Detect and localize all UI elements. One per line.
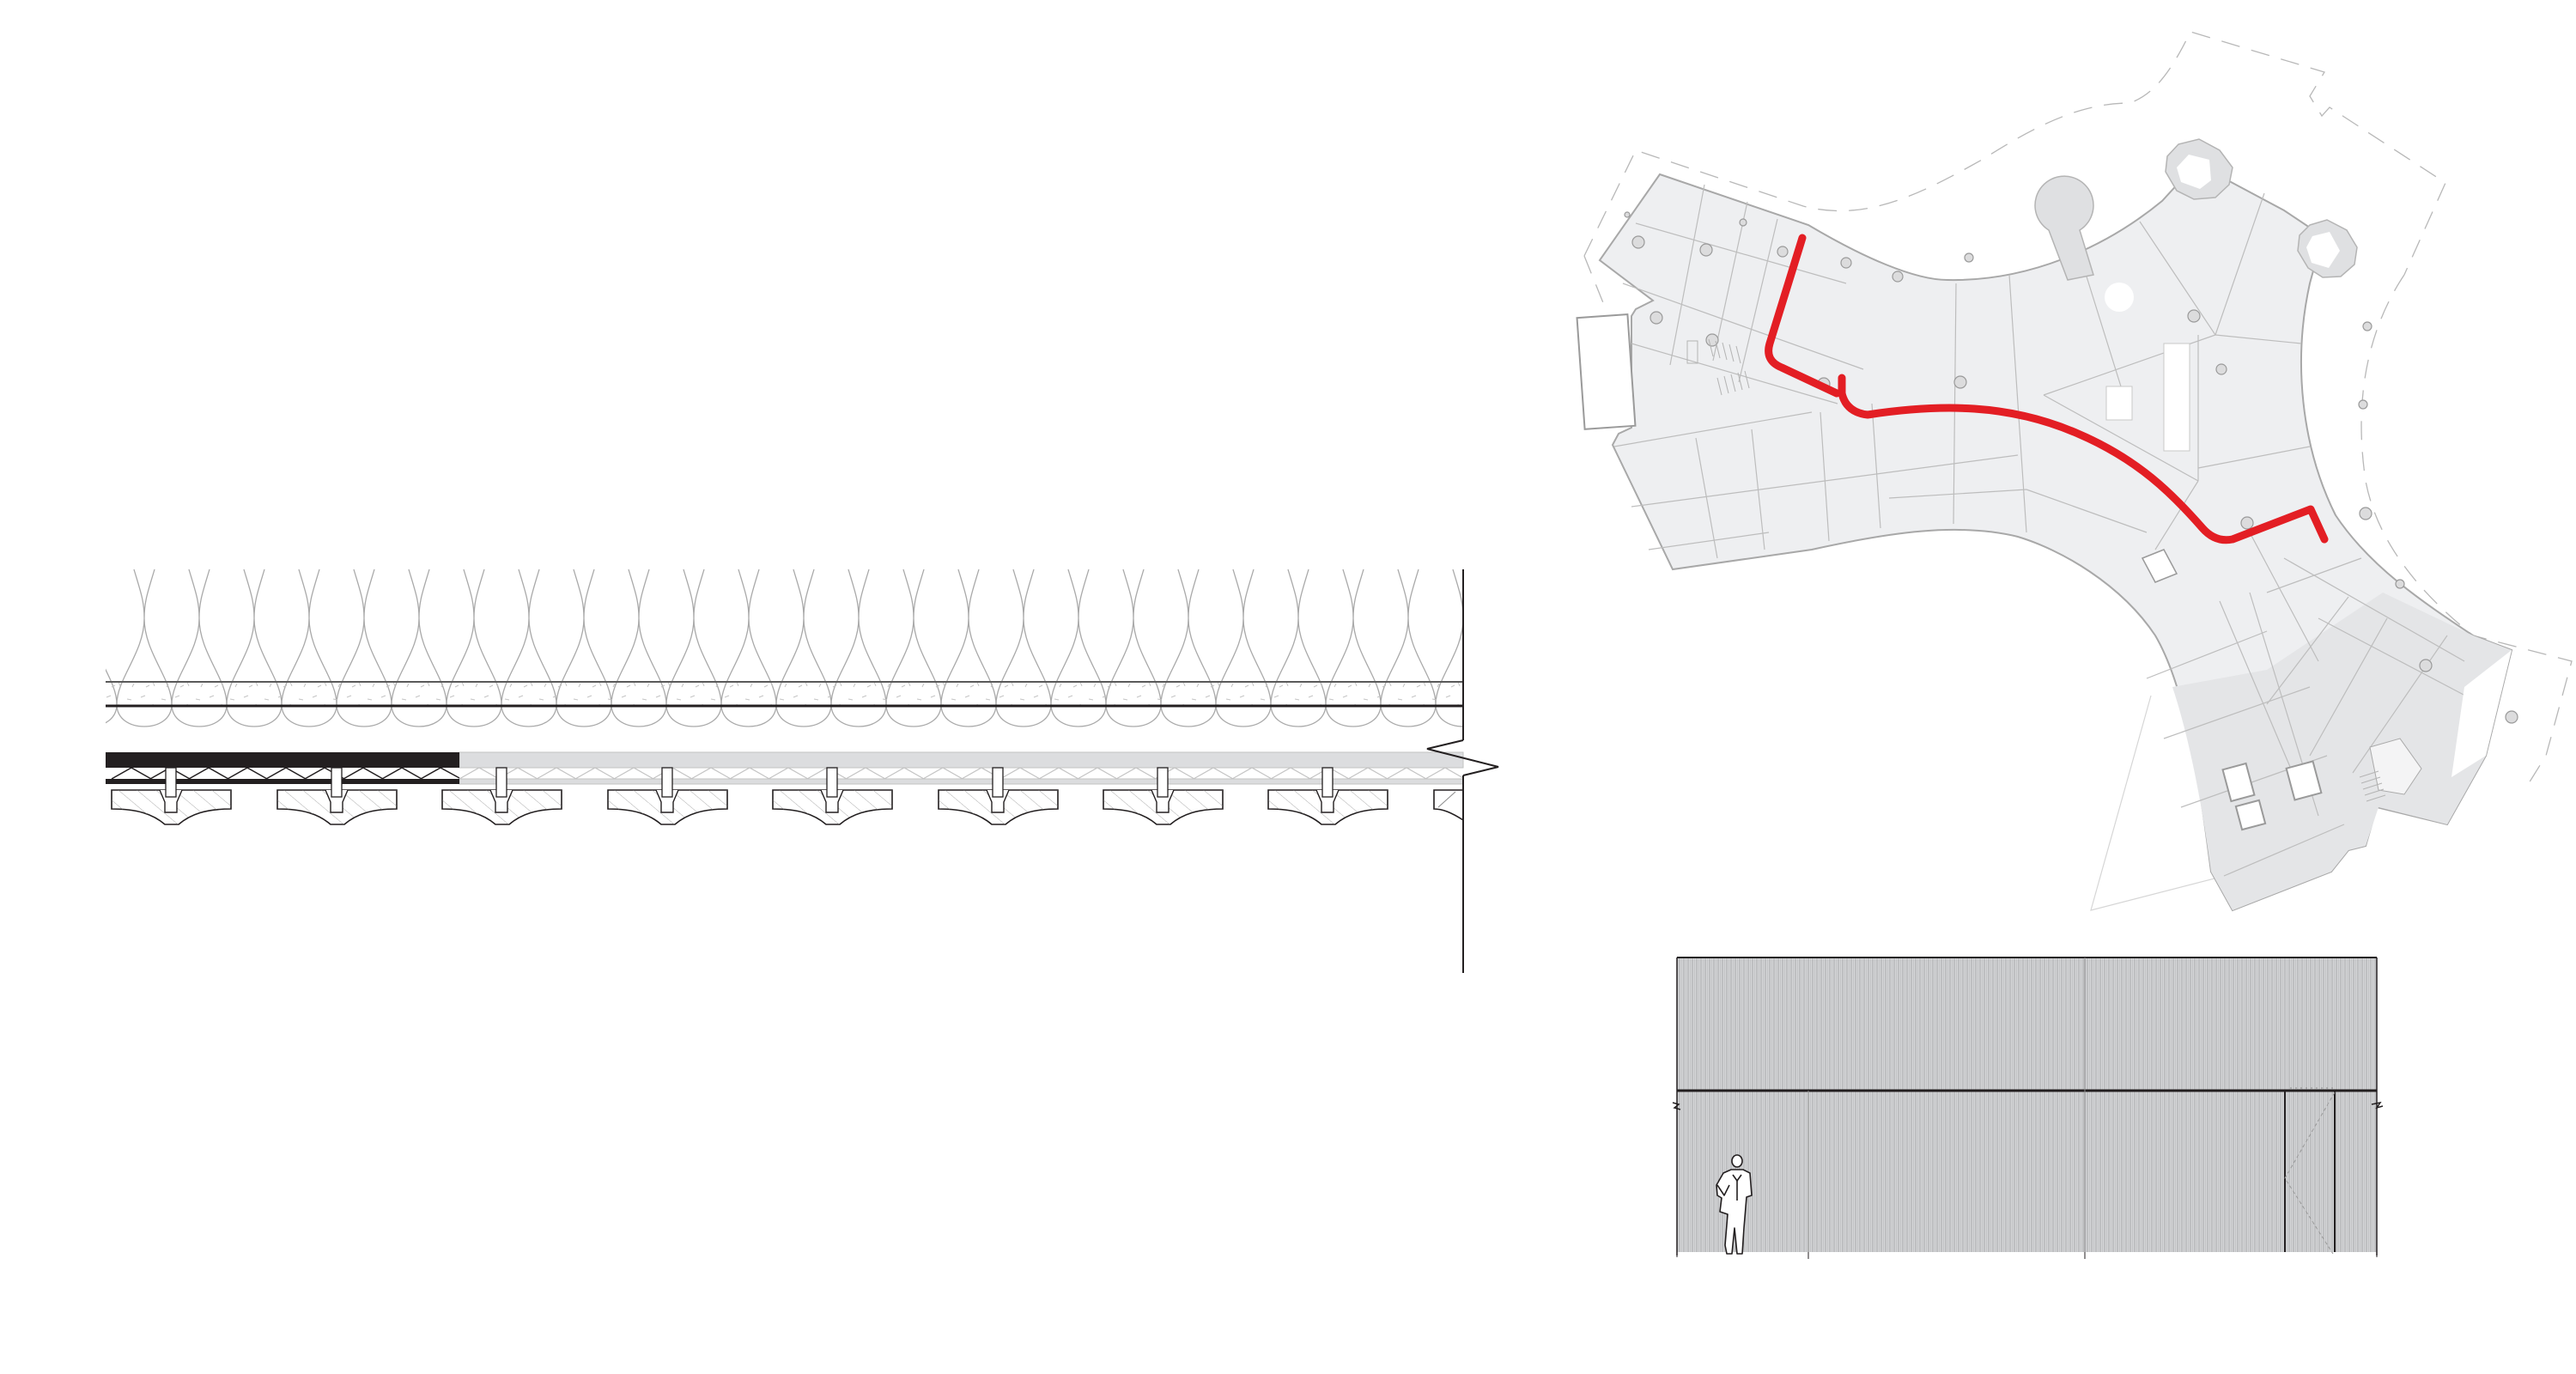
building-footprint	[1576, 161, 2513, 912]
floor-plan-panel: Floor plan with highlighted route	[1546, 0, 2576, 945]
elevation-drawing	[1672, 957, 2384, 1259]
plan-features	[1624, 138, 2518, 831]
site-boundary	[1583, 31, 2573, 791]
highlighted-panel-segment	[106, 752, 460, 784]
highlighted-route	[1765, 234, 2329, 544]
plan-grid	[1613, 184, 2482, 877]
board-layer	[106, 681, 1463, 708]
elevation-panel: Facade elevation with human scale figure	[1631, 927, 2421, 1288]
section-detail-panel: Ceiling / wall section detail	[106, 568, 1499, 973]
human-figure	[1716, 1154, 1753, 1255]
floor-plan-drawing	[1576, 31, 2573, 912]
ceiling-panel-band	[106, 751, 1464, 785]
wall-line	[1426, 569, 1499, 973]
facade-cladding	[1677, 958, 2377, 1252]
door	[2284, 1087, 2336, 1255]
section-drawing	[106, 568, 1499, 973]
